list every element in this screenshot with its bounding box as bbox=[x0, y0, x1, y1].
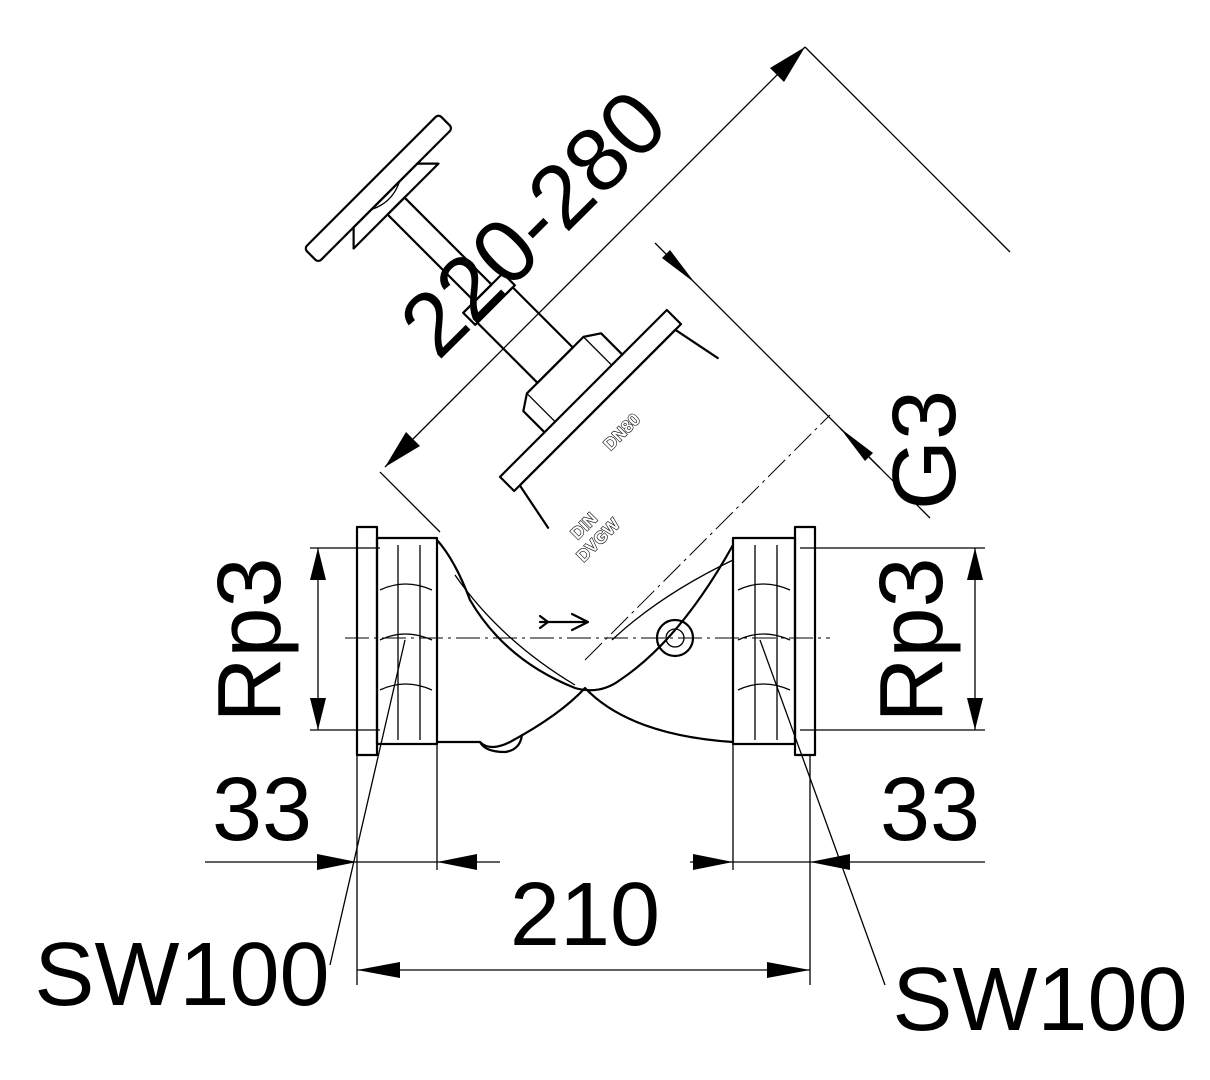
dim-left-thread: Rp3 bbox=[200, 547, 380, 731]
dim-overall-length: 210 bbox=[357, 865, 810, 978]
right-thread-label: Rp3 bbox=[862, 557, 962, 722]
flow-arrow-icon bbox=[538, 612, 590, 632]
overall-length-label: 210 bbox=[510, 865, 660, 965]
stem-length-label: 220-280 bbox=[382, 72, 686, 376]
body-upper-contour bbox=[435, 538, 735, 692]
stem-axis bbox=[584, 414, 831, 661]
center-lines bbox=[345, 414, 831, 661]
left-thread-label: Rp3 bbox=[200, 557, 300, 722]
right-end-ring bbox=[793, 525, 817, 757]
left-hex-nut bbox=[375, 536, 439, 746]
handwheel-hub bbox=[352, 162, 440, 250]
bonnet-thread-label: G3 bbox=[875, 390, 975, 510]
drain-plug bbox=[478, 733, 524, 754]
valve-body bbox=[355, 525, 817, 757]
right-thread-length-label: 33 bbox=[880, 760, 980, 860]
bonnet-nut bbox=[522, 332, 624, 434]
dim-thread-lengths: 33 33 bbox=[205, 745, 985, 985]
dim-right-thread: Rp3 bbox=[800, 547, 985, 731]
body-lower-contour bbox=[435, 686, 735, 749]
body-markings: DIN DVGW bbox=[566, 508, 624, 566]
right-hex-nut bbox=[731, 536, 797, 746]
handwheel bbox=[304, 114, 453, 263]
left-thread-length-label: 33 bbox=[212, 760, 312, 860]
right-wrench-size-label: SW100 bbox=[892, 950, 1187, 1050]
dim-wrench-sizes: SW100 SW100 bbox=[34, 639, 1188, 1050]
left-wrench-size-label: SW100 bbox=[34, 925, 329, 1025]
marking-dn: DN80 bbox=[600, 410, 644, 454]
left-end-ring bbox=[355, 525, 379, 757]
bonnet-flange bbox=[498, 308, 683, 493]
dim-bonnet-thread: G3 bbox=[654, 242, 975, 519]
